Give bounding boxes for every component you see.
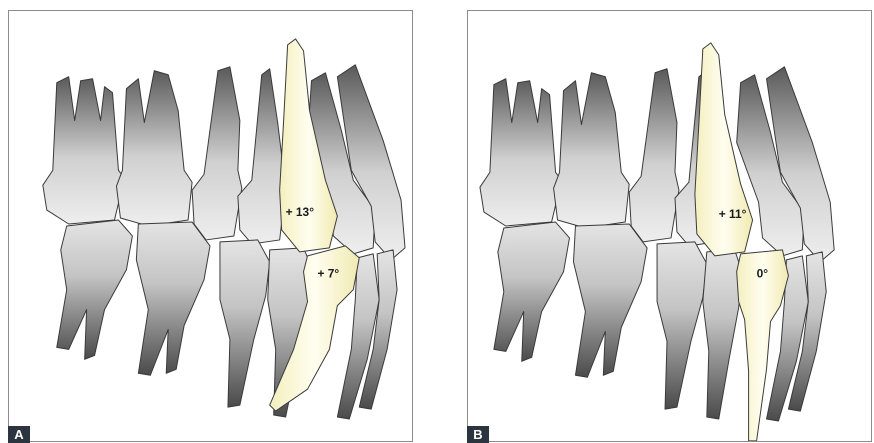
lower-molar-2	[573, 224, 647, 377]
lower-premolar-1	[220, 240, 270, 407]
panel-label-b: B	[467, 426, 489, 443]
lower-canine-angle-label: 0°	[757, 267, 769, 281]
upper-premolar-1	[629, 69, 679, 242]
dentition-diagram-a: + 13° + 7°	[9, 11, 412, 441]
upper-molar-2	[554, 73, 630, 228]
upper-molar-2	[116, 71, 192, 226]
upper-canine-angle-label: + 11°	[719, 207, 747, 221]
lower-canine-angle-label: + 7°	[317, 267, 339, 281]
lower-molar-1	[494, 222, 570, 361]
upper-canine-angle-label: + 13°	[286, 205, 315, 219]
upper-premolar-2	[238, 69, 286, 244]
upper-molar-1	[43, 77, 125, 224]
panel-b: + 11° 0°	[467, 10, 872, 442]
dentition-diagram-b: + 11° 0°	[468, 11, 871, 441]
lower-molar-1	[57, 220, 133, 359]
panel-a: + 13° + 7°	[8, 10, 413, 442]
upper-molar-1	[480, 79, 562, 226]
lower-premolar-1	[657, 242, 707, 409]
lower-molar-2	[136, 222, 210, 375]
upper-premolar-1	[192, 67, 242, 240]
panel-label-a: A	[8, 426, 30, 443]
